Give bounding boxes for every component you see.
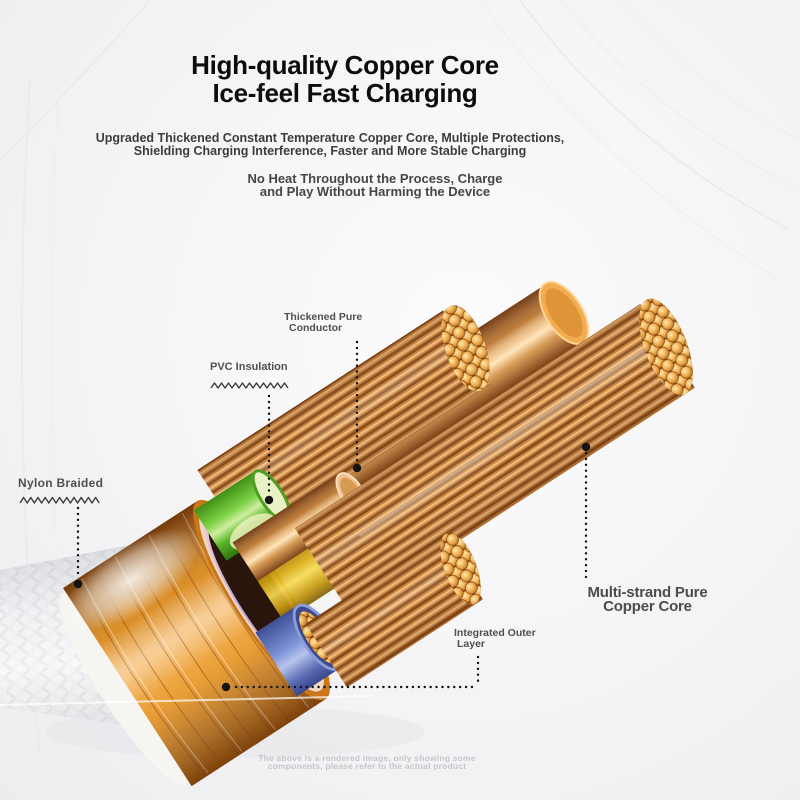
sheath-edge-ring xyxy=(59,592,191,786)
page-title: High-quality Copper Core Ice-feel Fast C… xyxy=(0,51,690,107)
body-copy-line-2: and Play Without Harming the Device xyxy=(259,183,491,199)
subtitle-line-2: Shielding Charging Interference, Faster … xyxy=(133,144,527,158)
integrated-connector-dot xyxy=(221,682,231,692)
title-line-2: Ice-feel Fast Charging xyxy=(212,78,478,108)
background-streaks xyxy=(0,0,800,781)
callout-thickened-line-1: Thickened Pure xyxy=(284,311,363,323)
subtitle-text: Upgraded Thickened Constant Temperature … xyxy=(0,132,660,158)
callout-nylon-label: Nylon Braided xyxy=(18,476,104,490)
callout-multistrand-core: Multi-strand Pure Copper Core xyxy=(565,584,730,615)
multistrand-connector-dot xyxy=(581,442,591,452)
nylon-connector-dot xyxy=(73,579,83,589)
disclaimer-line-1: The above is a rendered image, only show… xyxy=(258,753,476,763)
body-copy-line-1: No Heat Throughout the Process, Charge xyxy=(247,171,503,186)
thickened-connector-dot xyxy=(352,463,362,473)
callout-pvc-insulation: PVC Insulation xyxy=(210,362,288,373)
callout-thickened-line-2: Conductor xyxy=(289,322,343,334)
callout-thickened-conductor: Thickened Pure Conductor xyxy=(284,312,362,334)
callout-pvc-label: PVC Insulation xyxy=(210,361,288,373)
copper-bundle-bottom xyxy=(305,532,483,688)
callout-integrated-line-1: Integrated Outer xyxy=(454,627,536,639)
callout-multistrand-line-1: Multi-strand Pure xyxy=(587,584,708,601)
subtitle-line-1: Upgraded Thickened Constant Temperature … xyxy=(95,131,565,145)
title-line-1: High-quality Copper Core xyxy=(191,50,499,80)
pvc-connector-dot xyxy=(264,495,274,505)
disclaimer-text: The above is a rendered image, only show… xyxy=(242,753,492,771)
callout-multistrand-line-2: Copper Core xyxy=(603,597,692,615)
integrated-connector-line xyxy=(230,655,480,689)
disclaimer-line-2: components, please refer to the actual p… xyxy=(267,761,467,771)
cable-jacket xyxy=(63,501,326,787)
nylon-underline-squiggle xyxy=(19,496,100,504)
flare-line xyxy=(0,695,373,706)
callout-integrated-line-2: Layer xyxy=(457,638,486,650)
callout-integrated-outer-layer: Integrated Outer Layer xyxy=(454,628,536,650)
pvc-underline-squiggle xyxy=(210,382,289,389)
body-copy-text: No Heat Throughout the Process, Charge a… xyxy=(0,171,750,199)
copper-bundle-right xyxy=(294,298,695,613)
callout-nylon-braided: Nylon Braided xyxy=(18,476,104,490)
